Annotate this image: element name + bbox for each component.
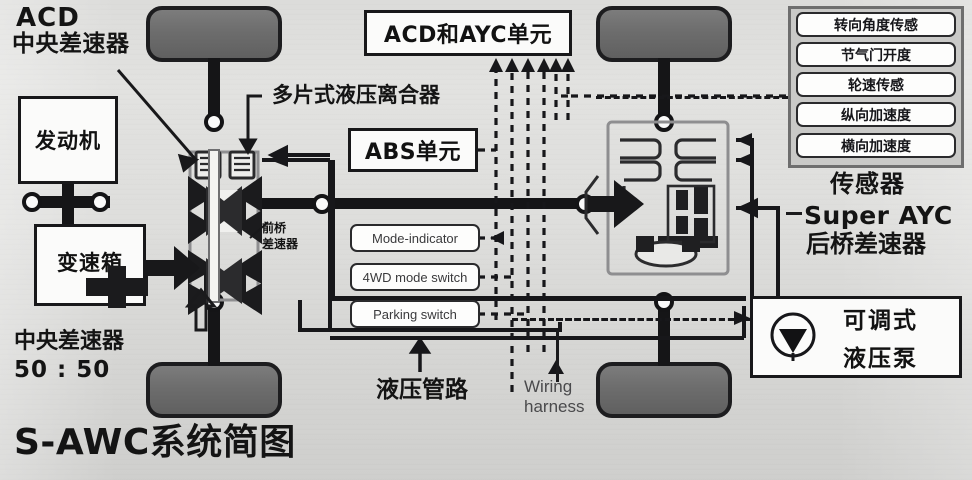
pump-label-line1: 可调式 bbox=[843, 308, 918, 334]
sensor-label: 转向角度传感 bbox=[834, 17, 918, 34]
hydraulic-trunk-main bbox=[330, 296, 746, 301]
sensor-steering-angle: 转向角度传感 bbox=[796, 12, 956, 37]
engine-mount-bar bbox=[26, 196, 110, 208]
switch-parking[interactable]: Parking switch bbox=[350, 300, 480, 328]
acd-ayc-unit-label: ACD和AYC单元 bbox=[383, 23, 553, 48]
sensor-longitudinal-accel: 纵向加速度 bbox=[796, 102, 956, 127]
engine-mount-left bbox=[22, 192, 42, 212]
center-diff-label: 中央差速器 bbox=[14, 329, 125, 354]
sensor-lateral-accel: 横向加速度 bbox=[796, 133, 956, 158]
wiring-harness-pointer bbox=[556, 330, 559, 382]
sensor-group-label: 传感器 bbox=[830, 170, 905, 198]
switch-label: 4WD mode switch bbox=[362, 269, 468, 285]
sensor-throttle-position: 节气门开度 bbox=[796, 42, 956, 67]
wiring-bus-pump bbox=[556, 318, 752, 321]
acd-title-label: ACD bbox=[16, 3, 80, 33]
adjustable-hydraulic-pump-box: 可调式 液压泵 bbox=[750, 296, 962, 378]
engine-mount-right bbox=[90, 192, 110, 212]
cv-joint-front-left bbox=[204, 112, 224, 132]
super-ayc-leader bbox=[786, 212, 802, 215]
acd-subtitle-label: 中央差速器 bbox=[12, 31, 130, 57]
sensor-label: 横向加速度 bbox=[841, 138, 911, 155]
front-axle-label-1: 前桥 bbox=[262, 221, 287, 235]
pump-icon bbox=[770, 312, 816, 361]
halfshaft-rear-right bbox=[658, 300, 670, 366]
abs-unit-label: ABS单元 bbox=[364, 140, 462, 165]
hydraulic-line-label: 液压管路 bbox=[376, 377, 468, 403]
wiring-harness-label-2: harness bbox=[524, 397, 585, 416]
center-diff-ratio-label: 50 : 50 bbox=[14, 357, 111, 383]
halfshaft-front-left bbox=[208, 58, 220, 120]
front-axle-label-2: 差速器 bbox=[262, 237, 299, 251]
wiring-bus-front bbox=[596, 96, 788, 99]
switch-mode-indicator[interactable]: Mode-indicator bbox=[350, 224, 480, 252]
acd-ayc-unit-box: ACD和AYC单元 bbox=[364, 10, 572, 56]
halfshaft-rear-left bbox=[208, 300, 220, 366]
propeller-shaft bbox=[258, 198, 598, 209]
sensor-label: 轮速传感 bbox=[848, 77, 904, 94]
sensor-label: 节气门开度 bbox=[841, 47, 911, 64]
switch-label: Mode-indicator bbox=[372, 230, 458, 246]
switch-label: Parking switch bbox=[373, 306, 457, 322]
engine-box: 发动机 bbox=[18, 96, 118, 184]
tire-rear-left bbox=[146, 362, 282, 418]
wiring-harness-label-1: Wiring bbox=[524, 377, 573, 396]
page-title: S-AWC系统简图 bbox=[14, 422, 296, 463]
pump-label-line2: 液压泵 bbox=[843, 346, 918, 372]
rear-diff-label: 后桥差速器 bbox=[806, 230, 926, 258]
abs-unit-box: ABS单元 bbox=[348, 128, 478, 172]
halfshaft-front-right bbox=[658, 58, 670, 120]
multi-plate-clutch-label: 多片式液压离合器 bbox=[272, 83, 440, 107]
sensor-label: 纵向加速度 bbox=[841, 107, 911, 124]
super-ayc-label: Super AYC bbox=[804, 201, 953, 230]
switch-4wd-mode[interactable]: 4WD mode switch bbox=[350, 263, 480, 291]
engine-label: 发动机 bbox=[35, 129, 101, 153]
hydraulic-riser-left bbox=[330, 160, 335, 300]
sensor-wheel-speed: 轮速传感 bbox=[796, 72, 956, 97]
